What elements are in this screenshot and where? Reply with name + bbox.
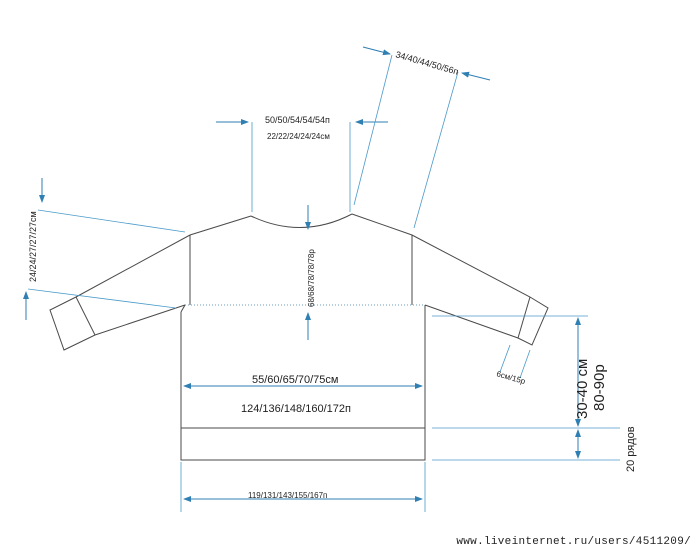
neck-loops-label: 50/50/54/54/54п bbox=[265, 115, 330, 125]
dimension-lines bbox=[23, 46, 620, 512]
body-width-cm-label: 55/60/65/70/75см bbox=[252, 374, 338, 386]
body-length-cm-label: 30-40 см bbox=[574, 359, 591, 419]
yoke-depth-label: 68/68/78/78/78р bbox=[307, 249, 316, 307]
body-loops-label: 124/136/148/160/172п bbox=[241, 403, 351, 415]
shoulder-height-label: 24/24/27/27/27см bbox=[28, 211, 38, 282]
body-length-rows-label: 80-90р bbox=[591, 364, 608, 411]
rib-rows-label: 20 рядов bbox=[625, 426, 637, 472]
sleeve-top-label: 34/40/44/50/56п bbox=[394, 49, 459, 77]
neck-cm-label: 22/22/24/24/24см bbox=[267, 132, 330, 141]
hem-loops-label: 119/131/143/155/167п bbox=[248, 491, 327, 500]
dimension-labels: 34/40/44/50/56п 50/50/54/54/54п 22/22/24… bbox=[28, 49, 637, 500]
garment-outline bbox=[49, 213, 549, 461]
watermark: www.liveinternet.ru/users/4511209/ bbox=[456, 536, 691, 548]
